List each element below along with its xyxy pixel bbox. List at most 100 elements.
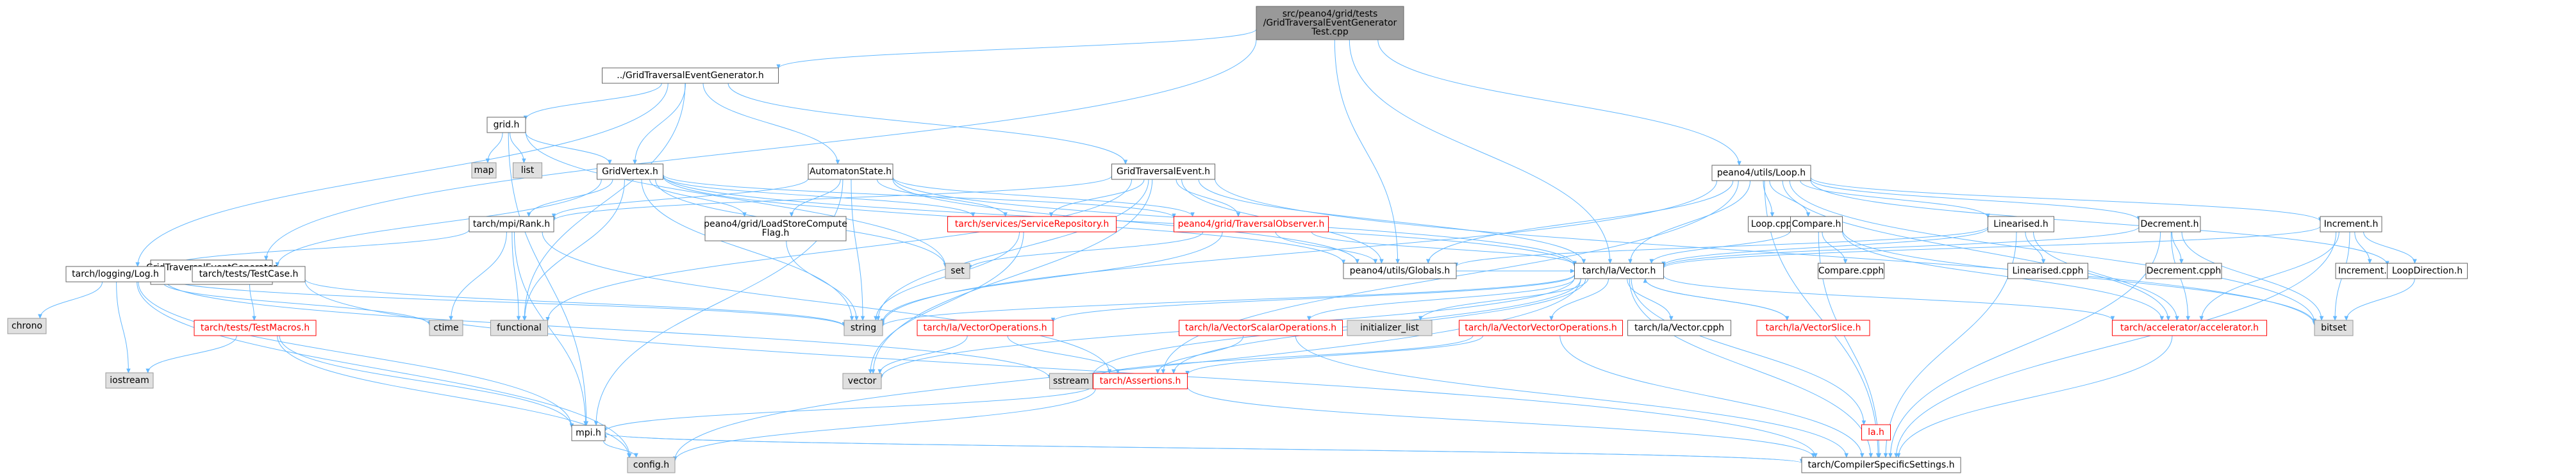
edge-compare-h-to-compare-cpph [1822,231,1845,263]
node-label: Flag.h [762,228,790,238]
node-list: list [513,162,542,179]
edge-travobs-h-to-globals-h [1275,231,1375,263]
edge-vector-h-to-config-h [675,278,1581,461]
node-linearised-h[interactable]: Linearised.h [1988,216,2054,233]
edge-loop-h-to-string [883,180,1718,325]
edge-gteg-h-to-log-h [138,83,669,266]
node-vecvec-h[interactable]: tarch/la/VectorVectorOperations.h [1459,320,1623,336]
node-box [704,216,847,241]
edge-vecslice-h-to-vector-h [1645,279,1788,321]
edge-automaton-h-to-rank-h [554,178,809,218]
node-box [469,216,554,233]
node-box [513,162,542,179]
edge-compare-h-to-accel-h [1842,231,2162,320]
node-compare-h[interactable]: Compare.h [1790,216,1843,233]
node-box [1256,6,1404,40]
node-label: sstream [1053,376,1089,386]
edge-testcase-h-to-css-h [304,281,1815,457]
node-globals-h[interactable]: peano4/utils/Globals.h [1343,263,1457,279]
node-label: tarch/CompilerSpecificSettings.h [1807,460,1954,470]
node-box [1756,320,1870,336]
node-gridvertex-h[interactable]: GridVertex.h [597,163,663,180]
node-map: map [471,162,497,179]
edge-linearised-h-to-css-h [1886,231,2017,457]
node-box [2320,216,2382,233]
node-loopdir-h[interactable]: LoopDirection.h [2387,263,2468,279]
edge-root-to-loop-h [1377,39,1740,165]
node-label: Compare.h [1792,219,1841,229]
node-box [1179,320,1343,336]
node-label: tarch/la/VectorScalarOperations.h [1185,323,1336,333]
node-vector-h[interactable]: tarch/la/Vector.h [1574,263,1664,279]
node-vector-cpph[interactable]: tarch/la/Vector.cpph [1627,320,1731,336]
node-travobs-h[interactable]: peano4/grid/TraversalObserver.h [1174,216,1329,233]
edge-log-h-to-sstream [164,279,1050,379]
edge-assertions-h-to-css-h [1187,386,1814,457]
node-label: list [521,165,535,176]
node-decrement-cpph[interactable]: Decrement.cpph [2145,263,2222,279]
node-loop-h[interactable]: peano4/utils/Loop.h [1711,165,1811,181]
node-box [1627,320,1731,336]
node-label: config.h [633,460,669,470]
node-label: tarch/mpi/Rank.h [473,219,550,229]
node-box [571,425,606,441]
edge-loop-h-to-accel-h [1782,180,2168,320]
node-rank-h[interactable]: tarch/mpi/Rank.h [469,216,554,233]
node-linearised-cpph[interactable]: Linearised.cpph [2007,263,2088,279]
node-vecops-h[interactable]: tarch/la/VectorOperations.h [917,320,1054,336]
edge-loopdir-h-to-bitset [2347,278,2415,320]
edge-accel-h-to-css-h [1899,335,2173,457]
node-config-h: config.h [627,457,676,473]
node-box [843,320,883,336]
node-box [1801,457,1961,473]
edge-gteg-h-to-functional [524,83,686,320]
edge-linearised-h-to-linearised-cpph [2025,231,2043,263]
node-label: LoopDirection.h [2392,266,2463,276]
edge-decrement-h-to-decrement-cpph [2172,231,2182,263]
edge-loop-h-to-vector-h [1630,180,1751,263]
node-log-h[interactable]: tarch/logging/Log.h [65,266,165,282]
node-label: tarch/accelerator/accelerator.h [2120,323,2259,333]
node-gteg-h[interactable]: ../GridTraversalEventGenerator.h [602,67,779,84]
node-vecscalar-h[interactable]: tarch/la/VectorScalarOperations.h [1179,320,1343,336]
edge-gte-h-to-bitset [1215,178,2315,325]
node-box [471,162,497,179]
edge-testcase-h-to-string [304,279,844,327]
edge-vector-h-to-css-h [1629,278,1871,457]
edge-root-to-gteg-h [779,29,1257,68]
node-servrepo-h[interactable]: tarch/services/ServiceRepository.h [947,216,1117,233]
node-box [1988,216,2054,233]
node-automaton-h[interactable]: AutomatonState.h [808,163,893,180]
node-box [65,266,165,282]
edge-grid-h-to-list [510,132,524,163]
node-assertions-h[interactable]: tarch/Assertions.h [1093,373,1188,389]
edge-loop-h-to-linearised-h [1800,180,1988,218]
node-testmacros-h[interactable]: tarch/tests/TestMacros.h [194,320,317,336]
edge-grid-h-to-set [525,131,945,267]
node-box [490,320,548,336]
edge-gteg-h-to-gte-h [727,83,1126,164]
node-gte-h[interactable]: GridTraversalEvent.h [1111,163,1215,180]
node-vecslice-h[interactable]: tarch/la/VectorSlice.h [1756,320,1870,336]
node-decrement-h[interactable]: Decrement.h [2138,216,2201,233]
node-label: vector [848,376,877,386]
edge-mpi-h-to-config-h [603,440,636,457]
edge-gteg-h-to-automaton-h [702,83,838,164]
node-mpi-h[interactable]: mpi.h [571,425,606,441]
node-css-h[interactable]: tarch/CompilerSpecificSettings.h [1801,457,1961,473]
node-la-h[interactable]: la.h [1861,424,1891,441]
edge-vecvec-h-to-css-h [1559,335,1862,457]
node-label: tarch/Assertions.h [1100,376,1181,386]
edge-testcase-h-to-testmacros-h [249,281,254,320]
node-testcase-h[interactable]: tarch/tests/TestCase.h [192,266,306,282]
node-box [1711,165,1811,181]
node-accel-h[interactable]: tarch/accelerator/accelerator.h [2112,320,2267,336]
node-box [429,320,463,336]
node-compare-cpph[interactable]: Compare.cpph [1818,263,1884,279]
node-label: chrono [12,321,42,331]
node-box [2007,263,2088,279]
node-grid-h[interactable]: grid.h [486,117,526,133]
edge-grid-h-to-mpi-h [508,132,586,425]
node-increment-h[interactable]: Increment.h [2320,216,2382,233]
